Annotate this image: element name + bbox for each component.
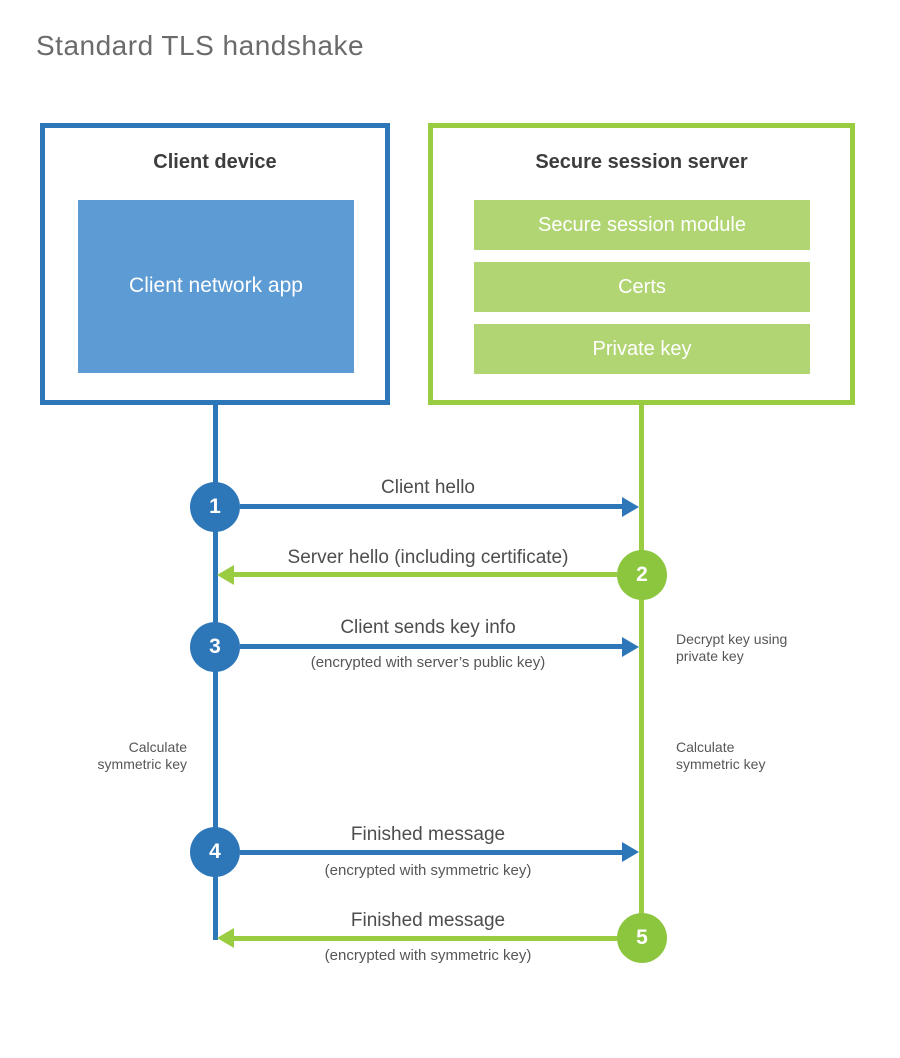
message-label-client-hello: Client hello [381,477,475,498]
step-2-badge: 2 [617,550,667,600]
message-label-client-key-info: Client sends key info [340,617,516,638]
client-lifeline [213,405,218,940]
arrowhead-right-icon [622,497,639,517]
client-device-title: Client device [153,151,277,173]
arrowhead-right-icon [622,842,639,862]
step-4-badge: 4 [190,827,240,877]
server-module-certs: Certs [474,262,810,312]
arrowhead-left-icon [217,565,234,585]
arrow-shaft-step-3 [240,644,622,649]
server-module-private-key: Private key [474,324,810,374]
arrow-shaft-step-2 [234,572,617,577]
note-calculate-symmetric-key-client: Calculate symmetric key [97,739,187,773]
message-sublabel-step-4: (encrypted with symmetric key) [324,862,532,879]
step-5-badge: 5 [617,913,667,963]
note-calculate-symmetric-key-server: Calculate symmetric key [676,739,766,773]
message-label-server-hello: Server hello (including certificate) [287,547,569,568]
server-lifeline [639,405,644,940]
arrow-shaft-step-4 [240,850,622,855]
arrow-shaft-step-1 [240,504,622,509]
client-network-app-label: Client network app [129,274,303,298]
arrowhead-right-icon [622,637,639,657]
secure-session-server-title: Secure session server [535,151,748,173]
page-title: Standard TLS handshake [36,30,365,61]
message-sublabel-step-3: (encrypted with server’s public key) [310,654,546,671]
note-decrypt-key: Decrypt key using private key [676,631,788,665]
message-label-finished-client: Finished message [350,824,506,845]
message-sublabel-step-5: (encrypted with symmetric key) [324,947,532,964]
arrowhead-left-icon [217,928,234,948]
server-module-secure-session: Secure session module [474,200,810,250]
client-network-app-block: Client network app [78,200,354,373]
message-label-finished-server: Finished message [350,910,506,931]
arrow-shaft-step-5 [234,936,617,941]
step-1-badge: 1 [190,482,240,532]
step-3-badge: 3 [190,622,240,672]
